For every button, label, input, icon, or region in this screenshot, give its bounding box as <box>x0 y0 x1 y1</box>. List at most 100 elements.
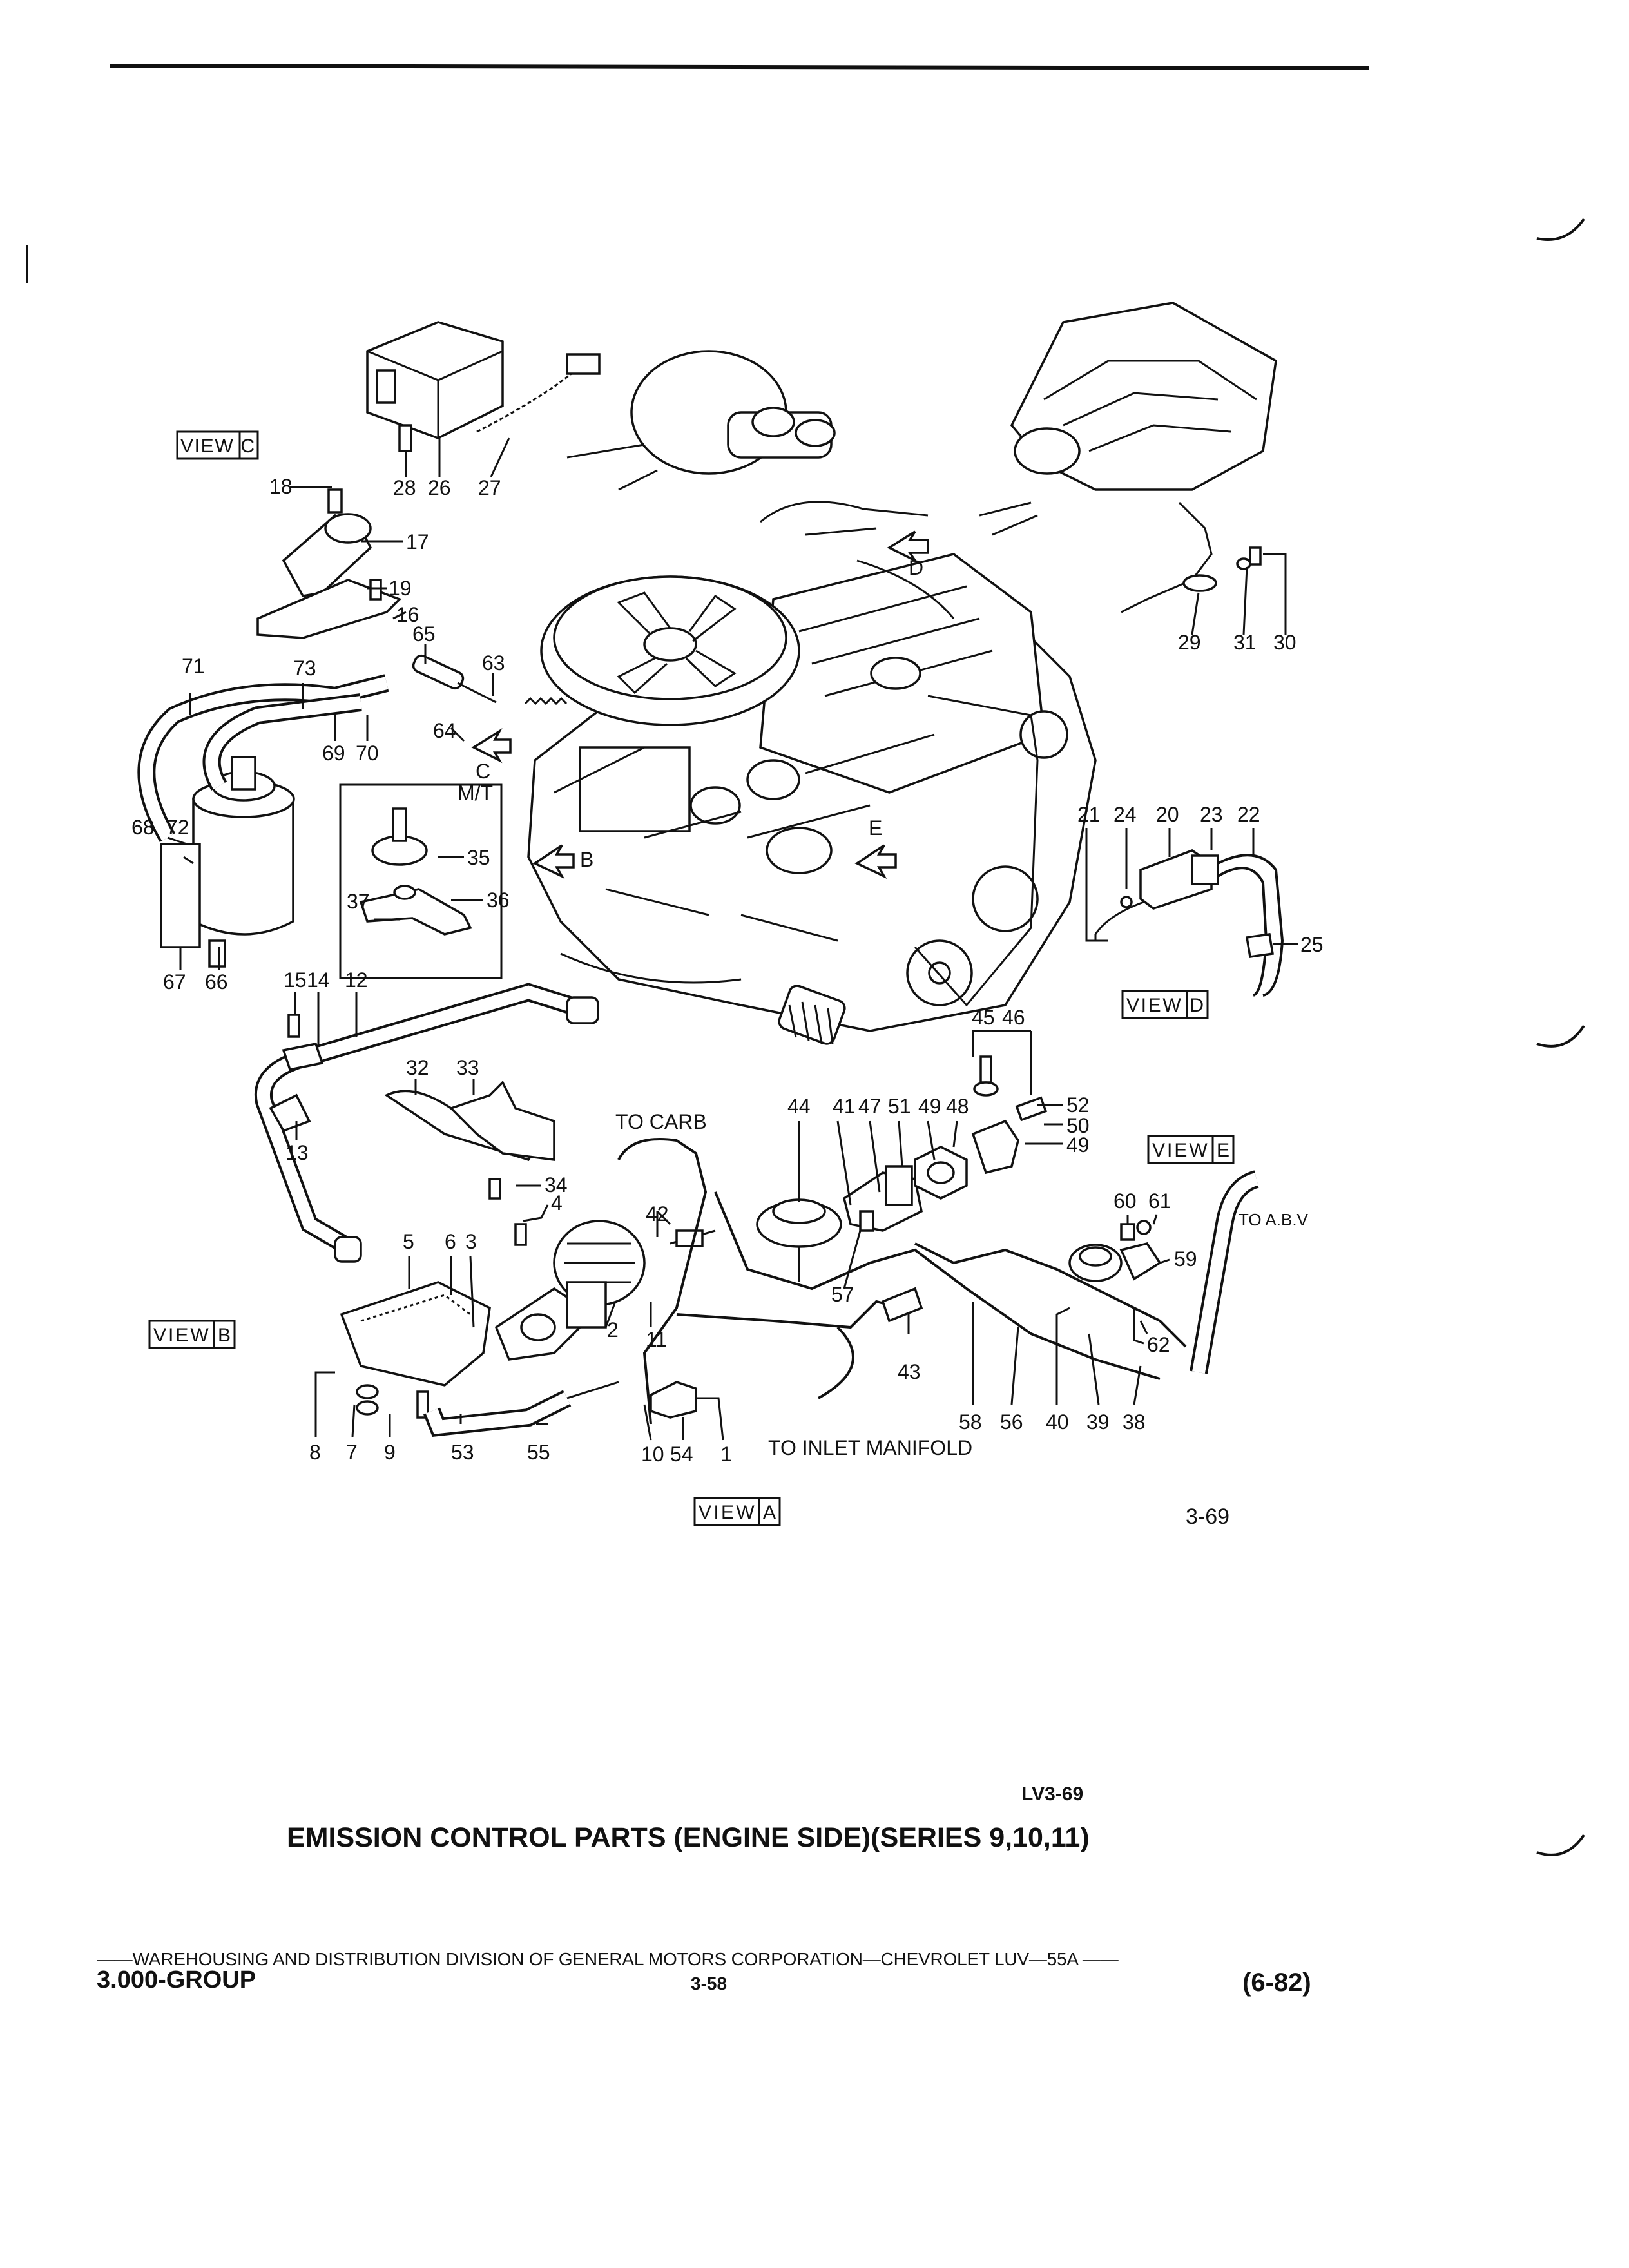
callout-7: 7 <box>346 1441 358 1464</box>
figure-number: 3-69 <box>1186 1504 1230 1529</box>
callout-17: 17 <box>406 530 429 553</box>
callout-45: 45 <box>972 1006 995 1029</box>
callout-67: 67 <box>163 970 186 994</box>
callout-49b: 49 <box>1066 1133 1090 1157</box>
callout-59: 59 <box>1174 1247 1197 1271</box>
callout-62: 62 <box>1147 1333 1170 1356</box>
callout-to-inlet-manifold: TO INLET MANIFOLD <box>768 1436 972 1459</box>
callout-26: 26 <box>428 476 451 499</box>
callout-25: 25 <box>1300 933 1324 956</box>
callout-38: 38 <box>1123 1410 1146 1434</box>
callout-21: 21 <box>1077 803 1101 826</box>
callout-70: 70 <box>356 742 379 765</box>
callout-31: 31 <box>1233 631 1257 654</box>
callout-47: 47 <box>858 1095 882 1118</box>
footer-page: 3-58 <box>691 1974 728 1994</box>
callout-50: 50 <box>1066 1114 1090 1137</box>
callout-2: 2 <box>607 1318 619 1341</box>
callout-36: 36 <box>487 889 510 912</box>
footer-date: (6-82) <box>1242 1968 1311 1997</box>
callout-12: 12 <box>345 968 368 992</box>
view-e-box: VIEW E <box>1147 1135 1235 1164</box>
callout-71: 71 <box>182 655 205 678</box>
callout-43: 43 <box>898 1360 921 1383</box>
margin-mark-bottom <box>1536 1834 1585 1856</box>
view-b-canister <box>137 654 503 979</box>
callout-48: 48 <box>946 1095 969 1118</box>
callout-3: 3 <box>465 1230 477 1253</box>
view-d-label: VIEW D <box>1126 995 1204 1016</box>
callout-57: 57 <box>831 1283 854 1306</box>
callout-10: 10 <box>641 1443 664 1466</box>
callout-24: 24 <box>1113 803 1137 826</box>
view-d-box: VIEW D <box>1121 990 1209 1019</box>
view-e-label: VIEW E <box>1152 1140 1229 1161</box>
callout-9: 9 <box>384 1441 396 1464</box>
callout-42: 42 <box>646 1202 669 1225</box>
callout-15: 15 <box>284 968 307 992</box>
callout-72: 72 <box>166 816 189 839</box>
callout-60: 60 <box>1113 1189 1137 1213</box>
callout-49a: 49 <box>918 1095 941 1118</box>
callout-53: 53 <box>451 1441 474 1464</box>
callout-68: 68 <box>131 816 155 839</box>
view-e-parts <box>914 1055 1260 1374</box>
callout-73: 73 <box>293 657 316 680</box>
callout-54: 54 <box>670 1443 693 1466</box>
callout-16: 16 <box>396 603 419 626</box>
callout-22: 22 <box>1237 803 1260 826</box>
callout-4: 4 <box>551 1191 563 1215</box>
callout-37: 37 <box>347 890 370 913</box>
callout-44: 44 <box>787 1095 811 1118</box>
view-d-parts <box>979 302 1284 997</box>
callout-e: E <box>869 816 882 840</box>
callout-66: 66 <box>205 970 228 994</box>
callout-64: 64 <box>433 719 456 742</box>
view-arrow-e <box>854 844 897 879</box>
margin-mark-middle <box>1536 1024 1585 1048</box>
callout-c: C <box>476 760 490 783</box>
callout-29: 29 <box>1178 631 1201 654</box>
callout-28: 28 <box>393 476 416 499</box>
callout-30: 30 <box>1273 631 1296 654</box>
callout-8: 8 <box>309 1441 321 1464</box>
callout-41: 41 <box>833 1095 856 1118</box>
reference-code: LV3-69 <box>1021 1783 1084 1805</box>
callout-19: 19 <box>389 577 412 600</box>
callout-58: 58 <box>959 1410 982 1434</box>
callout-mt: M/T <box>458 782 493 805</box>
callout-13: 13 <box>285 1141 309 1164</box>
leader-lines <box>167 437 1298 1441</box>
callout-32: 32 <box>406 1056 429 1079</box>
callout-56: 56 <box>1000 1410 1023 1434</box>
view-b-label: VIEW B <box>153 1325 231 1346</box>
view-b-egr <box>340 1220 646 1437</box>
callout-5: 5 <box>403 1230 414 1253</box>
callout-14: 14 <box>307 968 330 992</box>
callout-61: 61 <box>1148 1189 1171 1213</box>
footer-group: 3.000-GROUP <box>97 1966 256 1994</box>
callout-to-carb: TO CARB <box>615 1110 707 1133</box>
callout-55: 55 <box>527 1441 550 1464</box>
callout-69: 69 <box>322 742 345 765</box>
view-arrow-d <box>887 530 929 564</box>
view-a-label: VIEW A <box>699 1502 776 1523</box>
view-arrow-b <box>532 844 575 879</box>
view-c-parts <box>256 321 601 639</box>
callout-51: 51 <box>888 1095 911 1118</box>
callout-23: 23 <box>1200 803 1223 826</box>
callout-18: 18 <box>269 475 293 498</box>
callout-34: 34 <box>545 1173 568 1196</box>
callout-35: 35 <box>467 846 490 869</box>
callout-65: 65 <box>412 622 436 646</box>
footer-division: ——WAREHOUSING AND DISTRIBUTION DIVISION … <box>97 1949 1119 1969</box>
callout-b: B <box>580 848 593 871</box>
callout-11: 11 <box>646 1328 667 1351</box>
view-arrow-c <box>471 728 512 764</box>
view-a-parts <box>617 1138 1187 1425</box>
margin-mark-top <box>1536 218 1585 241</box>
view-a-box: VIEW A <box>693 1497 781 1526</box>
callout-d: D <box>909 556 923 579</box>
callout-6: 6 <box>445 1230 456 1253</box>
